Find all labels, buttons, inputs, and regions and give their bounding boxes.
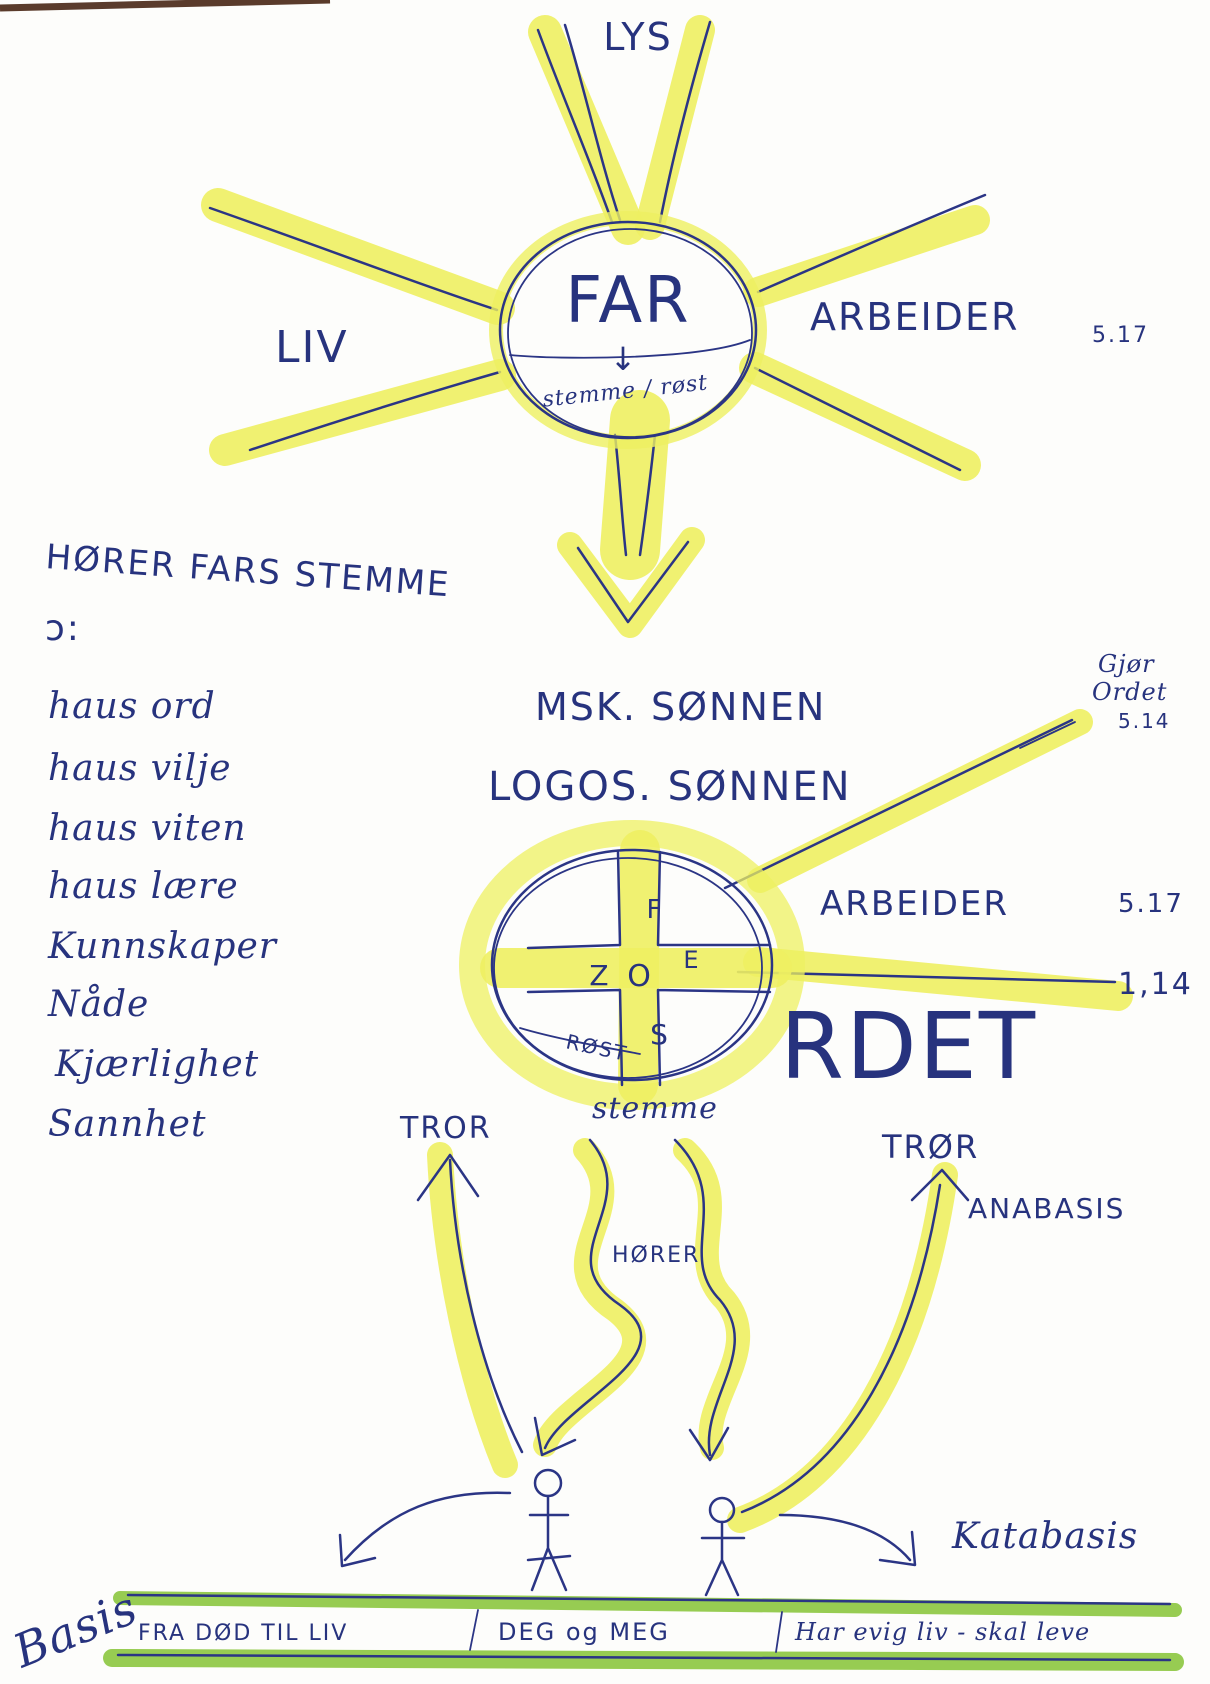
tror-right-label: TRØR: [881, 1128, 979, 1166]
ray-right-upper-highlight: [743, 205, 990, 307]
ground-divider-2: [775, 1611, 783, 1653]
katabasis-right-arrow: [778, 1513, 912, 1562]
tror-left-label: TROR: [399, 1111, 492, 1146]
cross-letter-z: Z: [589, 959, 610, 992]
gjor-ref: 5.14: [1118, 709, 1171, 733]
ordet-label: Ordet: [1092, 678, 1167, 706]
arrowhead-down-highlight: [557, 527, 705, 638]
ray-top-left-2: [563, 23, 622, 222]
ray-top-right-highlight: [635, 15, 715, 240]
tror-left-highlight: [427, 1142, 518, 1478]
ray-top-left-highlight: [528, 15, 645, 245]
ground-top-line: [126, 1593, 1172, 1606]
ground-mid-band: [103, 1649, 1184, 1671]
far-label: FAR: [565, 264, 690, 338]
ground-top-band: [113, 1591, 1182, 1617]
wave-left-arrow: [543, 1138, 643, 1450]
cross-letter-e: E: [683, 946, 700, 974]
rost-underline: [519, 1027, 641, 1055]
list-item: haus viten: [48, 808, 247, 849]
stemme-label: stemme: [592, 1091, 718, 1126]
katabasis-right-arrowhead: [878, 1530, 917, 1567]
wave-right-arrowhead: [688, 1426, 730, 1462]
ground: [103, 1591, 1184, 1671]
list-item: Nåde: [47, 984, 149, 1025]
list-item: haus lære: [48, 866, 239, 907]
tror-right-highlight: [727, 1162, 958, 1533]
list-item: haus vilje: [48, 748, 232, 789]
list-item: Kjærlighet: [54, 1044, 259, 1085]
segment-deg-og-meg: DEG og MEG: [498, 1618, 670, 1646]
ray-arbeider-highlight: [743, 947, 1133, 1011]
horer-fars-stemme-title: HØRER FARS STEMME: [44, 537, 451, 605]
cross-letter-f: F: [647, 895, 664, 925]
cross-letter-o: O: [627, 959, 653, 994]
cross-outline: [526, 850, 772, 1087]
son-rays: [723, 709, 1133, 1011]
tror-left-arrowhead: [416, 1153, 480, 1202]
arrowhead-down: [576, 540, 690, 624]
katabasis-left-arrow: [343, 1491, 512, 1562]
ray-gjor: [723, 718, 1074, 890]
cross-letter-s: S: [650, 1018, 670, 1051]
lower-arrows: [338, 1138, 970, 1568]
down-arrow-icon: ↓: [610, 340, 639, 378]
ray-gjor-highlight: [747, 709, 1093, 893]
id-est-symbol: ɔ:: [45, 608, 81, 649]
tror-right-arrowhead: [910, 1168, 970, 1202]
sun-rays-ink: [208, 20, 987, 624]
ray-right-upper: [756, 193, 987, 294]
wave-right-highlight: [673, 1138, 751, 1460]
sun-inner-chord: [509, 339, 751, 359]
ray-top-left: [536, 28, 614, 224]
paper-edge: [0, 0, 331, 12]
katabasis-left-arrowhead: [338, 1533, 377, 1568]
anabasis-label: ANABASIS: [968, 1192, 1125, 1225]
ground-divider-1: [469, 1609, 479, 1651]
liv-label: LIV: [275, 322, 349, 373]
katabasis-label: Katabasis: [951, 1516, 1138, 1557]
beam-down-right: [638, 433, 657, 557]
ordet-ref: 1,14: [1118, 967, 1193, 1002]
logos-sonnen-label: LOGOS. SØNNEN: [488, 764, 852, 810]
horer-label: HØRER: [612, 1243, 700, 1268]
gjor-label: Gjør: [1098, 650, 1155, 678]
arbeider-ref: 5.17: [1092, 323, 1149, 348]
ray-left-upper-highlight: [201, 188, 515, 325]
cross: [480, 830, 792, 1105]
tror-left-arrow: [448, 1158, 524, 1454]
lys-label: LYS: [603, 15, 672, 59]
attribute-list: haus ord haus vilje haus viten haus lære…: [47, 686, 278, 1145]
arbeider-son-ref: 5.17: [1118, 889, 1184, 919]
tror-right-arrow: [740, 1183, 942, 1514]
ray-left-lower: [248, 370, 502, 452]
wave-right-arrow: [673, 1138, 736, 1457]
beam-down-left: [613, 433, 628, 557]
arbeider-label: ARBEIDER: [810, 295, 1019, 339]
msk-sonnen-label: MSK. SØNNEN: [535, 685, 826, 729]
stick-figure-right: [700, 1496, 746, 1597]
rdet-label: RDET: [780, 993, 1037, 1100]
stick-figure-left: [526, 1468, 572, 1592]
list-item: haus ord: [48, 686, 216, 727]
ray-right-lower: [753, 366, 962, 472]
ray-left-upper: [208, 206, 499, 312]
ground-mid-line: [116, 1653, 1172, 1662]
son-circle: [490, 848, 774, 1082]
wave-left-highlight: [533, 1138, 646, 1457]
segment-fra-dod-til-liv: FRA DØD TIL LIV: [138, 1621, 348, 1646]
sun-circle: [489, 211, 767, 449]
segment-har-evig-liv: Har evig liv - skal leve: [794, 1618, 1090, 1646]
ray-top-right: [658, 20, 712, 224]
list-item: Kunnskaper: [47, 926, 278, 967]
wave-left-arrowhead: [533, 1416, 577, 1457]
arbeider-son-label: ARBEIDER: [820, 884, 1009, 924]
list-item: Sannhet: [48, 1104, 206, 1145]
ray-gjor-tip: [1019, 721, 1076, 749]
